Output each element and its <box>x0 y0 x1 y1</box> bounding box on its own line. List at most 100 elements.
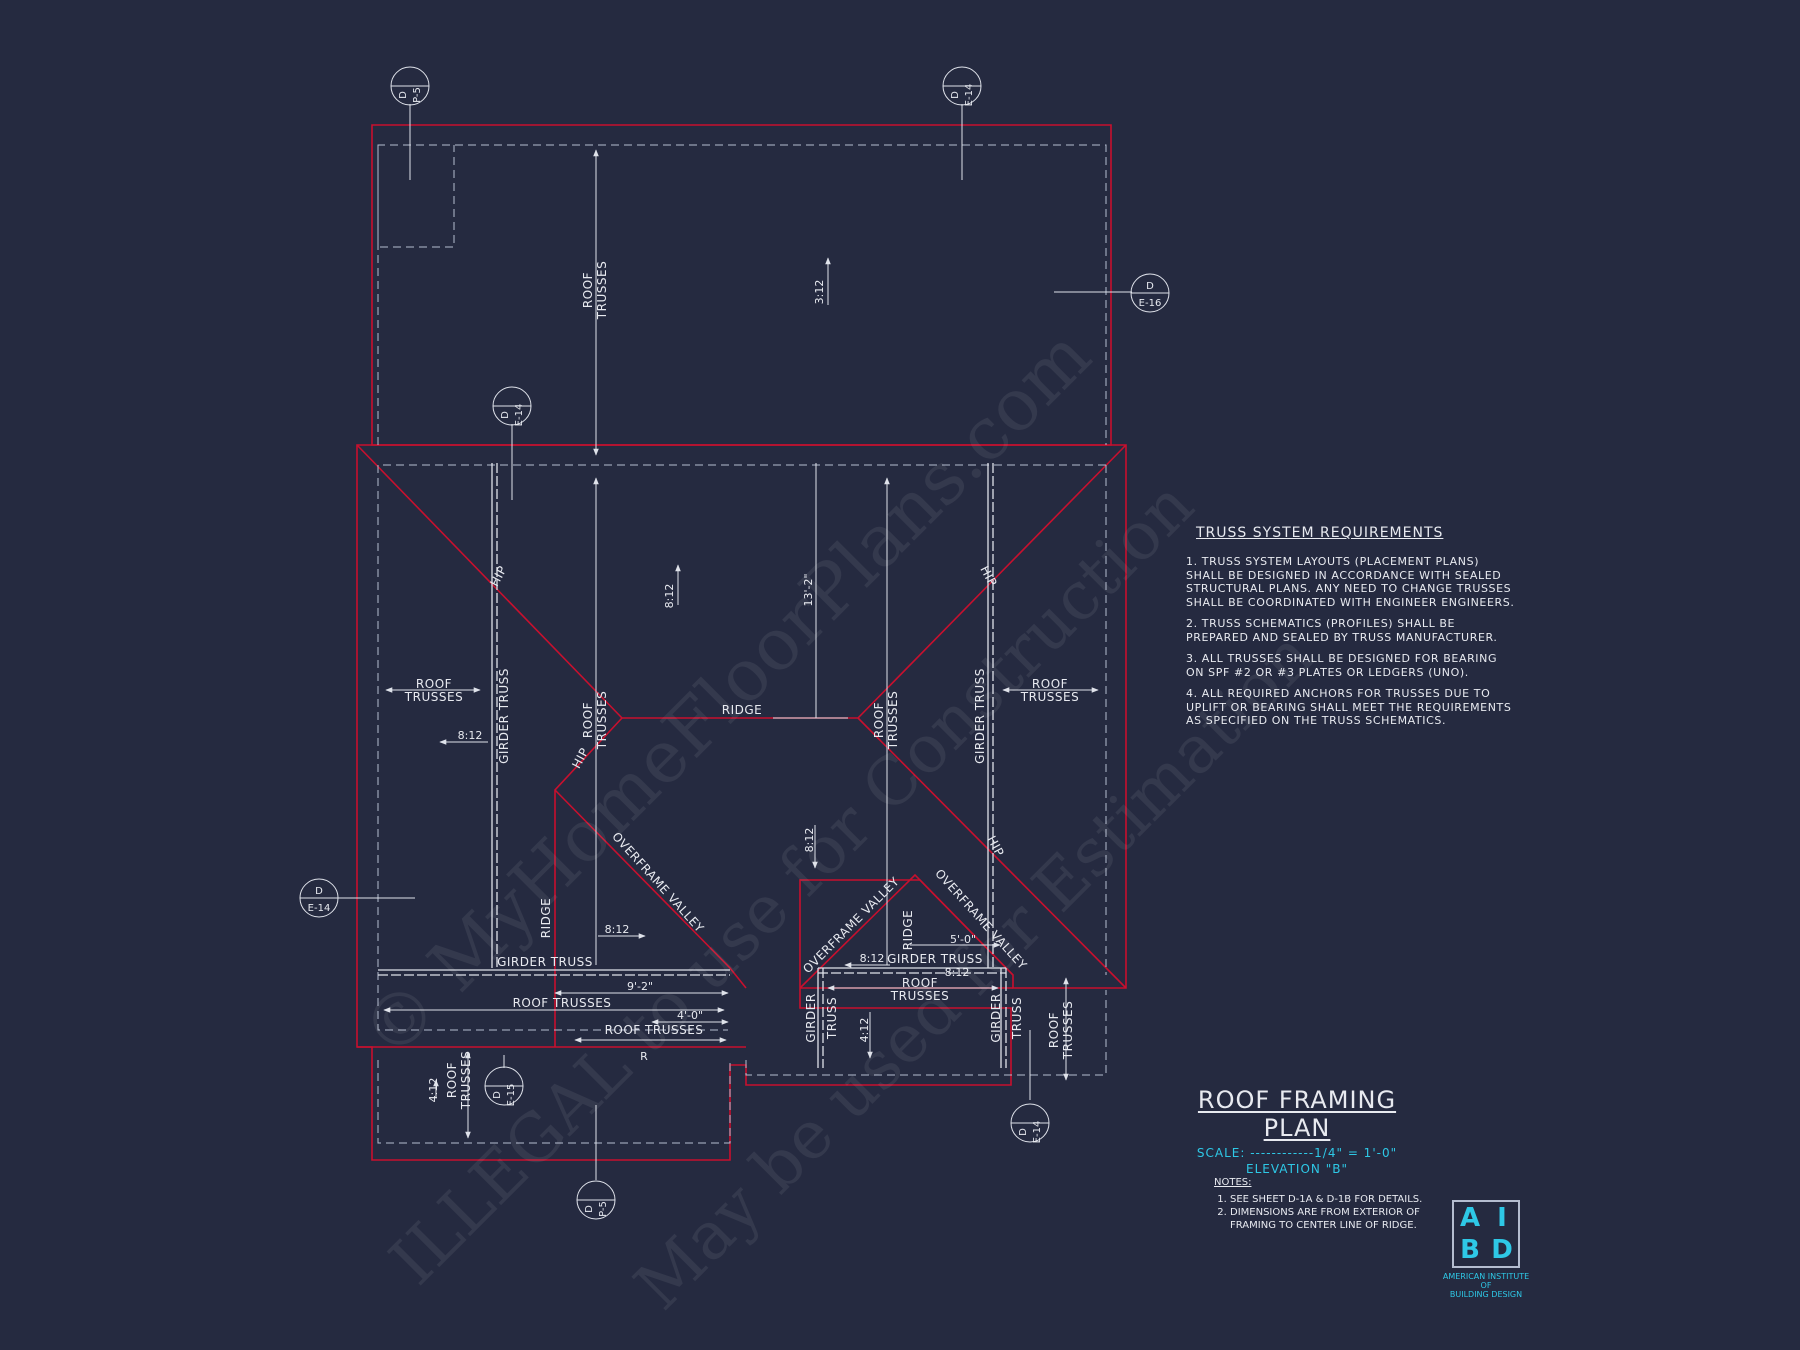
span-arrows <box>383 149 1099 1139</box>
dimension-label: 4'-0" <box>677 1009 703 1022</box>
notes-heading: NOTES: <box>1214 1177 1252 1188</box>
girder-truss-label: GIRDER TRUSS <box>973 668 987 764</box>
section-cut-leaders <box>337 104 1132 1180</box>
drawing-scale: SCALE: ------------1/4" = 1'-0" <box>1196 1146 1398 1160</box>
section-cut-e14-mid: D E-14 <box>492 386 532 427</box>
girder-truss-label: GIRDER TRUSS <box>497 668 511 764</box>
truss-label: TRUSS <box>825 997 839 1040</box>
cut-sheet-label: P-5 <box>412 87 423 103</box>
roof-trusses-label-l1: ROOF <box>581 702 595 738</box>
girder-label: GIRDER <box>989 993 1003 1042</box>
cut-detail-label: D <box>1018 1128 1029 1136</box>
cut-sheet-label: P-5 <box>598 1201 609 1217</box>
roof-trusses-label-l1: ROOF <box>1047 1012 1061 1048</box>
logo-caption-line: AMERICAN INSTITUTE <box>1442 1272 1530 1281</box>
roof-trusses-label-l1: ROOF <box>445 1062 459 1098</box>
logo-letter: A <box>1459 1203 1481 1233</box>
hip-label: HIP <box>977 563 999 588</box>
logo-caption-line: BUILDING DESIGN <box>1449 1290 1523 1299</box>
cut-sheet-label: E-14 <box>514 404 525 427</box>
roof-trusses-label-l1: ROOF <box>1032 677 1068 691</box>
hip-label: HIP <box>569 745 591 770</box>
roof-trusses-label-l2: TRUSSES <box>595 691 609 750</box>
hip-label: HIP <box>487 563 509 588</box>
truss-requirements-heading: TRUSS SYSTEM REQUIREMENTS <box>1196 525 1444 541</box>
general-notes: NOTES: SEE SHEET D-1A & D-1B FOR DETAILS… <box>1214 1176 1444 1232</box>
logo-letter: B <box>1460 1235 1480 1265</box>
dimension-label: 13'-2" <box>802 573 815 606</box>
section-cut-e14-bottom: D E-14 <box>1010 1103 1050 1144</box>
logo-letter: D <box>1491 1235 1513 1265</box>
cut-detail-label: D <box>584 1205 595 1213</box>
aibd-logo: A I B D AMERICAN INSTITUTE OF BUILDING D… <box>1436 1200 1536 1299</box>
drawing-title: ROOF FRAMING PLAN <box>1197 1086 1397 1142</box>
truss-requirement-item: 4. ALL REQUIRED ANCHORS FOR TRUSSES DUE … <box>1186 687 1512 727</box>
cut-sheet-label: E-14 <box>964 84 975 107</box>
section-cut-e16: D E-16 <box>1130 273 1170 313</box>
pitch-label: 3:12 <box>813 280 826 305</box>
dimension-label: 9'-2" <box>627 980 653 993</box>
truss-requirement-item: 3. ALL TRUSSES SHALL BE DESIGNED FOR BEA… <box>1186 652 1498 679</box>
roof-trusses-label-l2: TRUSSES <box>595 261 609 320</box>
girder-truss-label: GIRDER TRUSS <box>497 955 593 969</box>
logo-letter: I <box>1497 1203 1507 1233</box>
pitch-label: 8:12 <box>458 729 483 742</box>
pitch-label: 8:12 <box>803 828 816 853</box>
ridge-label: RIDGE <box>539 898 553 939</box>
truss-label: TRUSS <box>1010 997 1024 1040</box>
cut-detail-label: D <box>492 1091 503 1099</box>
roof-trusses-label-l2: TRUSSES <box>890 989 949 1003</box>
logo-caption: AMERICAN INSTITUTE OF BUILDING DESIGN <box>1436 1272 1536 1299</box>
cut-sheet-label: E-14 <box>1032 1121 1043 1144</box>
roof-trusses-label-l2: TRUSSES <box>1061 1001 1075 1060</box>
note-item: DIMENSIONS ARE FROM EXTERIOR OF FRAMING … <box>1230 1206 1444 1232</box>
roof-trusses-label-l2: TRUSSES <box>404 690 463 704</box>
cut-detail-label: D <box>398 91 409 99</box>
drawing-title-block: ROOF FRAMING PLAN SCALE: ------------1/4… <box>1172 1086 1422 1176</box>
pitch-label: 4:12 <box>427 1078 440 1103</box>
truss-requirement-item: 1. TRUSS SYSTEM LAYOUTS (PLACEMENT PLANS… <box>1186 555 1515 609</box>
drawing-elevation: ELEVATION "B" <box>1246 1162 1348 1176</box>
section-cut-e14-top: D E-14 <box>942 66 982 107</box>
section-cut-e14-left: D E-14 <box>299 878 339 918</box>
girder-trusses <box>378 463 1007 1068</box>
roof-trusses-label-l1: ROOF <box>902 976 938 990</box>
pitch-label: 8:12 <box>663 584 676 609</box>
truss-requirements-notes: TRUSS SYSTEM REQUIREMENTS 1. TRUSS SYSTE… <box>1186 525 1516 736</box>
dimension-label: 5'-0" <box>950 933 976 946</box>
pitch-label: 4:12 <box>858 1018 871 1043</box>
truss-requirement-item: 2. TRUSS SCHEMATICS (PROFILES) SHALL BE … <box>1186 617 1498 644</box>
ridge-label: RIDGE <box>722 703 763 717</box>
aibd-logo-mark: A I B D <box>1452 1200 1520 1268</box>
roof-trusses-label: ROOF TRUSSES <box>513 996 612 1010</box>
roof-trusses-label-l2: TRUSSES <box>1020 690 1079 704</box>
logo-caption-line: OF <box>1480 1281 1492 1290</box>
roof-trusses-label: ROOF TRUSSES <box>605 1023 704 1037</box>
cut-detail-label: D <box>315 886 323 897</box>
section-cut-e15: D E-15 <box>484 1066 524 1107</box>
ridge-label: RIDGE <box>901 910 915 951</box>
pitch-label: 8:12 <box>860 952 885 965</box>
roof-trusses-label-l1: ROOF <box>581 272 595 308</box>
section-cut-p5-bottom: D P-5 <box>576 1180 616 1220</box>
wall-dashed-lines <box>377 144 1107 1144</box>
cut-detail-label: D <box>950 91 961 99</box>
cut-sheet-label: E-14 <box>308 903 331 914</box>
roof-trusses-label-l2: TRUSSES <box>886 691 900 750</box>
girder-truss-label: GIRDER TRUSS <box>887 952 983 966</box>
roof-trusses-label-l1: ROOF <box>872 702 886 738</box>
cut-detail-label: D <box>1146 281 1154 292</box>
note-item: SEE SHEET D-1A & D-1B FOR DETAILS. <box>1230 1193 1444 1206</box>
pitch-label: 8:12 <box>605 923 630 936</box>
girder-label: GIRDER <box>804 993 818 1042</box>
roof-trusses-label-l1: ROOF <box>416 677 452 691</box>
pitch-label: 8:12 <box>945 966 970 979</box>
cut-sheet-label: E-16 <box>1139 298 1162 309</box>
cut-detail-label: D <box>500 411 511 419</box>
roof-outline <box>356 124 1127 1161</box>
section-cut-p5-top: D P-5 <box>390 66 430 106</box>
r-mark: R <box>640 1050 648 1063</box>
roof-trusses-label-l2: TRUSSES <box>459 1051 473 1110</box>
cut-sheet-label: E-15 <box>506 1084 517 1107</box>
